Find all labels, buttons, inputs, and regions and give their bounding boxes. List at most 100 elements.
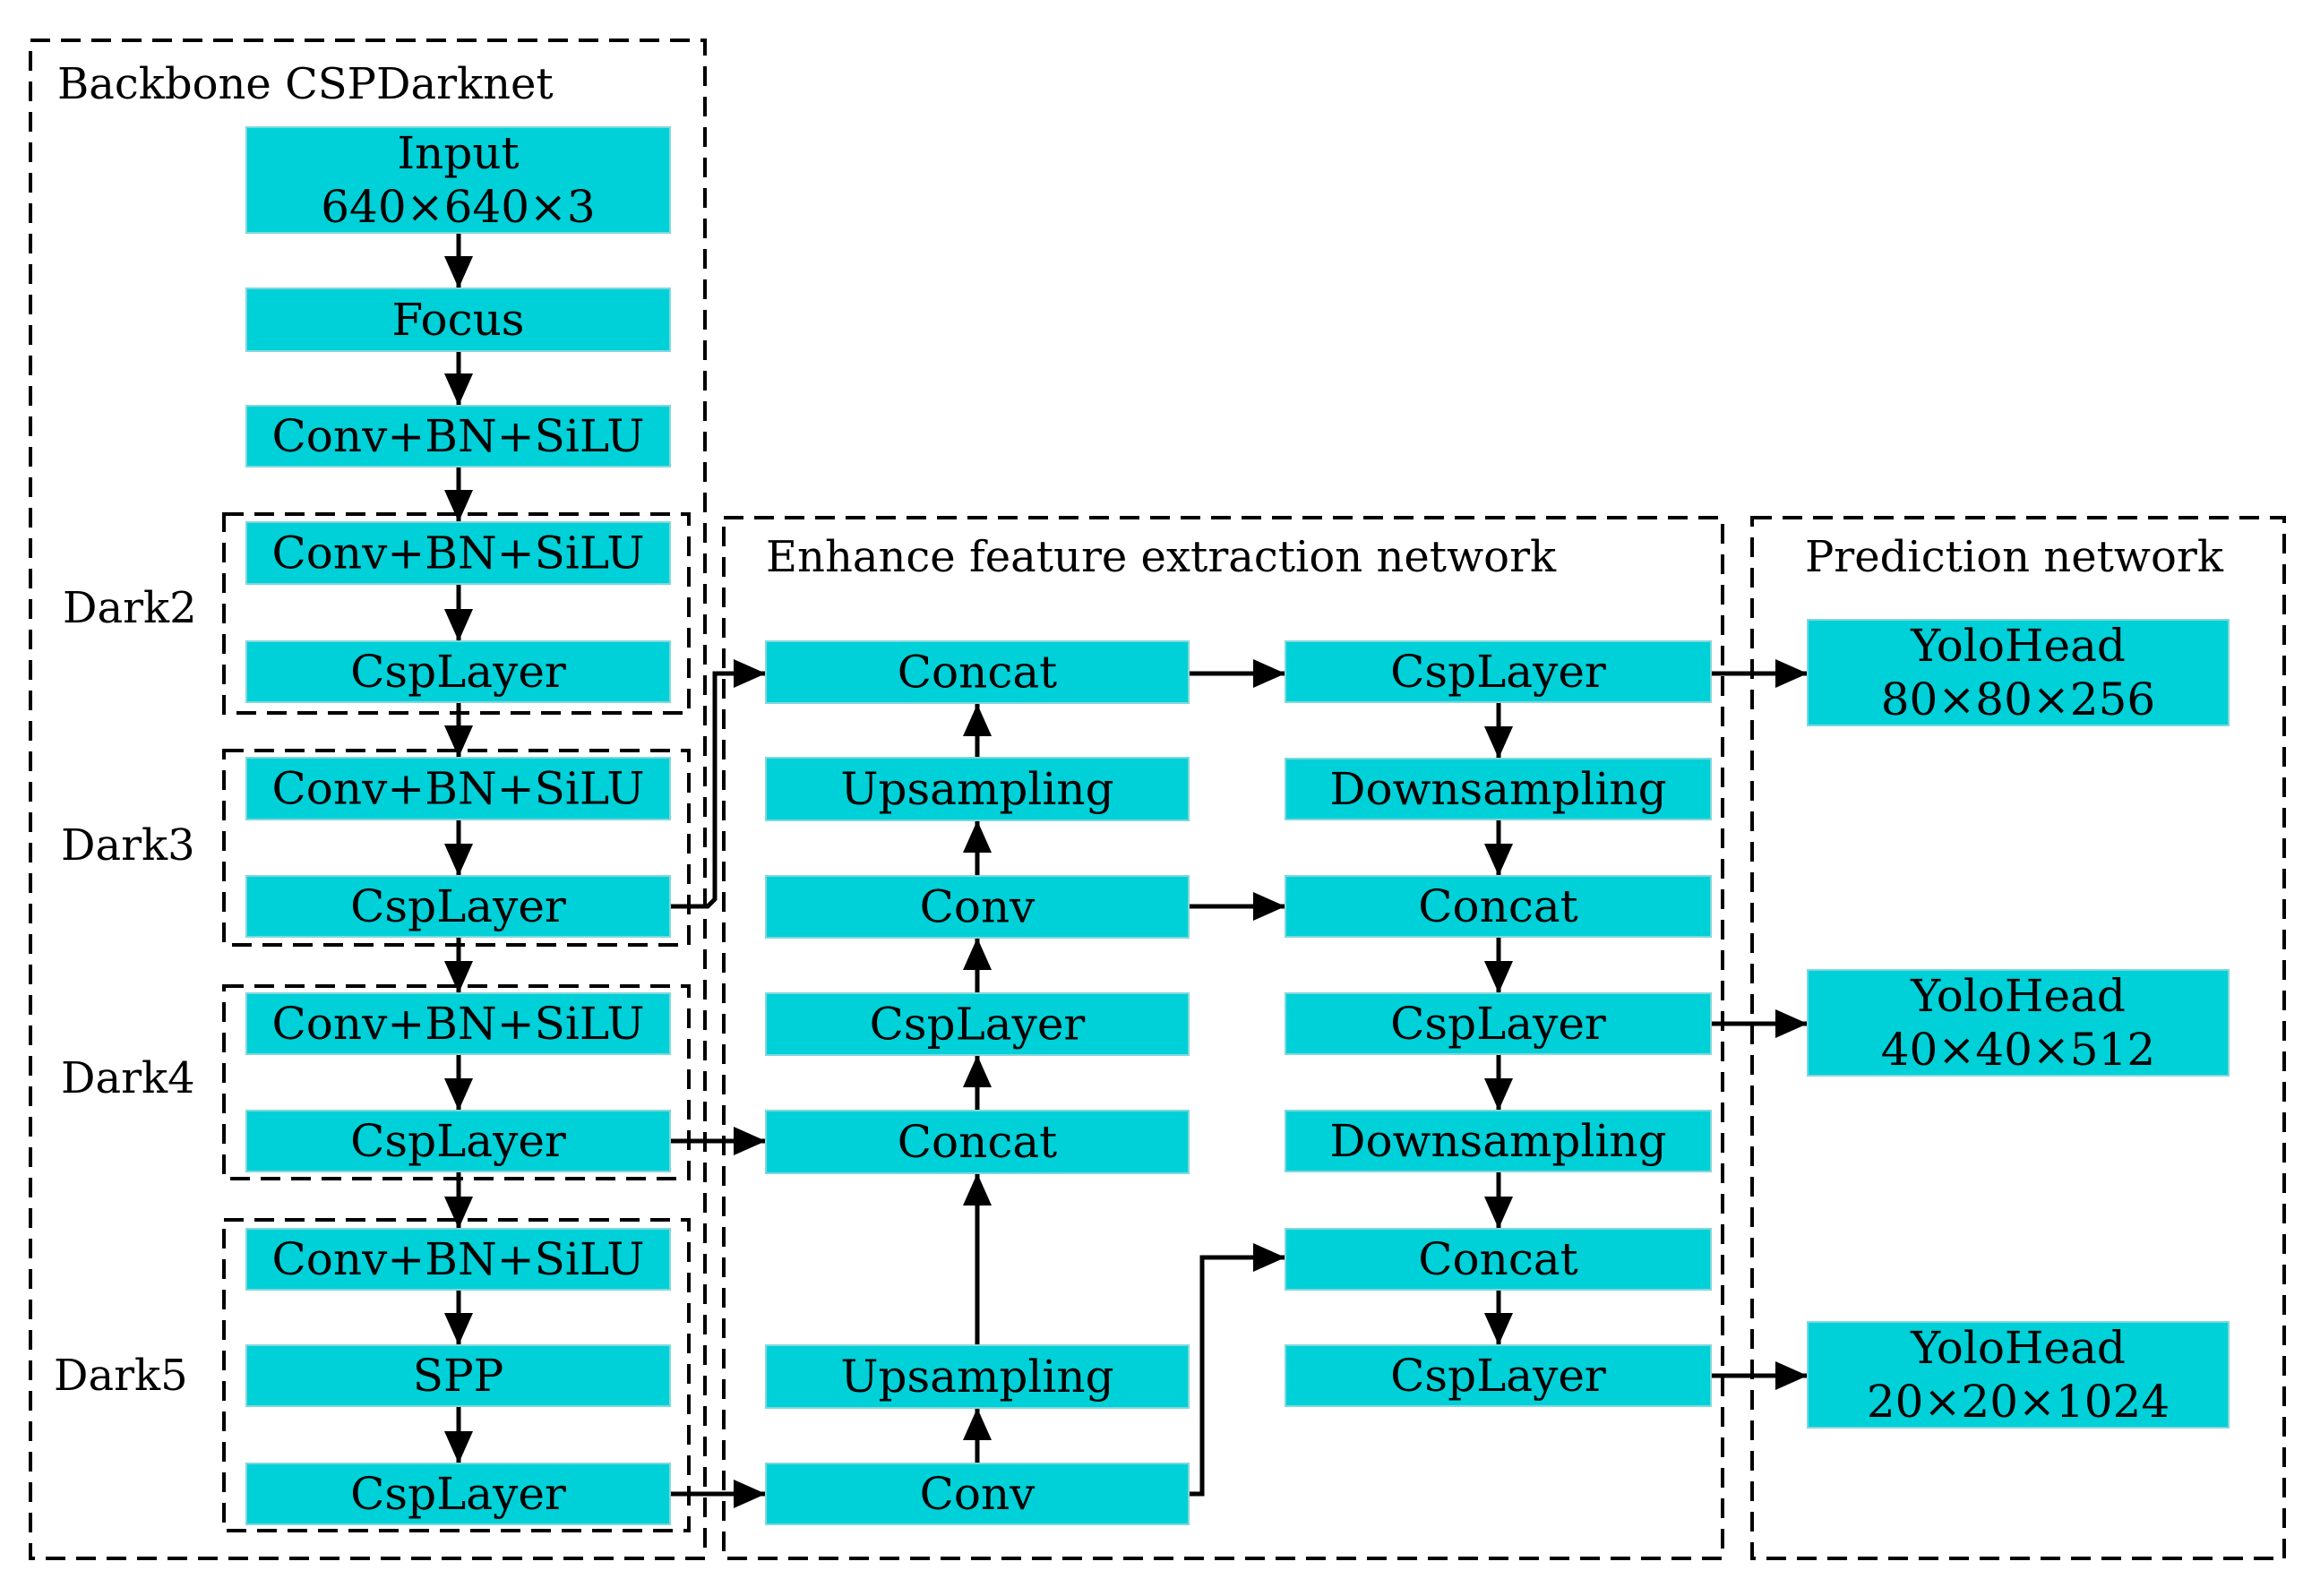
block-label: Concat bbox=[898, 647, 1057, 699]
block-label: SPP bbox=[413, 1350, 504, 1402]
connectors bbox=[444, 233, 1808, 1508]
block-label: Downsampling bbox=[1329, 763, 1666, 815]
block-r-csp2: CspLayer bbox=[1285, 992, 1712, 1055]
block-box bbox=[765, 1110, 1190, 1174]
block-box bbox=[765, 640, 1190, 704]
block-r-csp3: CspLayer bbox=[1285, 1344, 1712, 1407]
block-label: Conv+BN+SiLU bbox=[272, 528, 645, 579]
block-r-concat1: Concat bbox=[1285, 875, 1712, 938]
block-d3-csp: CspLayer bbox=[245, 875, 671, 938]
block-label: Conv+BN+SiLU bbox=[272, 763, 645, 815]
prediction-section bbox=[1750, 516, 2286, 1560]
block-label: 80×80×256 bbox=[1881, 674, 2155, 725]
block-e-csp1: CspLayer bbox=[765, 992, 1190, 1056]
block-label: Downsampling bbox=[1329, 1115, 1666, 1167]
block-box bbox=[1285, 875, 1712, 938]
dark2-label: Dark2 bbox=[63, 583, 197, 633]
arrow-d3csp-concat1 bbox=[670, 659, 766, 909]
block-label: 20×20×1024 bbox=[1867, 1376, 2170, 1428]
enhance-section bbox=[722, 516, 1724, 1560]
block-box bbox=[765, 875, 1190, 939]
block-box bbox=[765, 992, 1190, 1056]
block-r-csp1: CspLayer bbox=[1285, 640, 1712, 703]
block-box bbox=[245, 640, 671, 703]
block-label: CspLayer bbox=[1390, 998, 1606, 1050]
block-d4-conv: Conv+BN+SiLU bbox=[245, 992, 671, 1055]
block-label: YoloHead bbox=[1910, 970, 2126, 1022]
block-box bbox=[1807, 969, 2230, 1077]
block-label: CspLayer bbox=[350, 1115, 566, 1167]
block-box bbox=[1285, 758, 1712, 820]
block-e-conv1: Conv bbox=[765, 875, 1190, 939]
block-label: Conv bbox=[920, 1468, 1036, 1520]
block-label: Conv+BN+SiLU bbox=[272, 410, 645, 462]
block-box bbox=[245, 126, 671, 234]
block-e-up1: Upsampling bbox=[765, 757, 1190, 821]
block-label: CspLayer bbox=[1390, 646, 1606, 698]
prediction-title: Prediction network bbox=[1805, 532, 2224, 582]
block-label: Conv+BN+SiLU bbox=[272, 998, 645, 1050]
block-box bbox=[1807, 1321, 2230, 1429]
block-label: CspLayer bbox=[870, 999, 1086, 1051]
block-d4-csp: CspLayer bbox=[245, 1110, 671, 1172]
enhance-title: Enhance feature extraction network bbox=[766, 532, 1557, 582]
block-box bbox=[245, 405, 671, 468]
block-box bbox=[245, 1463, 671, 1525]
block-label: Upsampling bbox=[840, 1351, 1113, 1403]
block-box bbox=[245, 1344, 671, 1407]
block-d5-csp: CspLayer bbox=[245, 1463, 671, 1525]
block-box bbox=[1285, 992, 1712, 1055]
block-box bbox=[765, 1344, 1190, 1409]
block-e-concat1: Concat bbox=[765, 640, 1190, 704]
block-r-concat2: Concat bbox=[1285, 1228, 1712, 1291]
dark4-label: Dark4 bbox=[61, 1053, 195, 1103]
arrow-conv2-rconcat2 bbox=[1189, 1243, 1285, 1497]
block-box bbox=[245, 1228, 671, 1291]
block-box bbox=[1285, 1110, 1712, 1172]
block-e-conv2: Conv bbox=[765, 1463, 1190, 1525]
block-box bbox=[1807, 619, 2230, 726]
block-e-concat2: Concat bbox=[765, 1110, 1190, 1174]
block-r-down1: Downsampling bbox=[1285, 758, 1712, 820]
block-label: Focus bbox=[392, 294, 525, 346]
block-d5-spp: SPP bbox=[245, 1344, 671, 1407]
block-conv0: Conv+BN+SiLU bbox=[245, 405, 671, 468]
block-label: CspLayer bbox=[350, 646, 566, 698]
block-box bbox=[245, 757, 671, 820]
block-label: Concat bbox=[898, 1116, 1057, 1168]
block-box bbox=[1285, 1228, 1712, 1291]
block-label: 40×40×512 bbox=[1881, 1024, 2155, 1076]
block-label: 640×640×3 bbox=[321, 181, 595, 233]
section-frames bbox=[29, 39, 2286, 1560]
block-label: CspLayer bbox=[350, 1468, 566, 1520]
block-box bbox=[765, 1463, 1190, 1525]
block-box bbox=[1285, 1344, 1712, 1407]
block-e-up2: Upsampling bbox=[765, 1344, 1190, 1409]
block-d2-conv: Conv+BN+SiLU bbox=[245, 521, 671, 585]
backbone-section bbox=[29, 39, 707, 1560]
block-d3-conv: Conv+BN+SiLU bbox=[245, 757, 671, 820]
backbone-title: Backbone CSPDarknet bbox=[57, 59, 554, 109]
block-label: CspLayer bbox=[350, 880, 566, 932]
block-box bbox=[245, 1110, 671, 1172]
block-label: Conv+BN+SiLU bbox=[272, 1233, 645, 1285]
block-label: Upsampling bbox=[840, 763, 1113, 815]
block-box bbox=[245, 875, 671, 938]
dark3-label: Dark3 bbox=[61, 820, 195, 871]
block-label: CspLayer bbox=[1390, 1350, 1606, 1402]
block-label: Concat bbox=[1418, 1233, 1577, 1285]
block-d5-conv: Conv+BN+SiLU bbox=[245, 1228, 671, 1291]
block-box bbox=[1285, 640, 1712, 703]
dark5-label: Dark5 bbox=[54, 1351, 188, 1401]
block-box bbox=[245, 287, 671, 352]
block-focus: Focus bbox=[245, 287, 671, 352]
block-label: YoloHead bbox=[1910, 1322, 2126, 1374]
block-d2-csp: CspLayer bbox=[245, 640, 671, 703]
block-box bbox=[765, 757, 1190, 821]
